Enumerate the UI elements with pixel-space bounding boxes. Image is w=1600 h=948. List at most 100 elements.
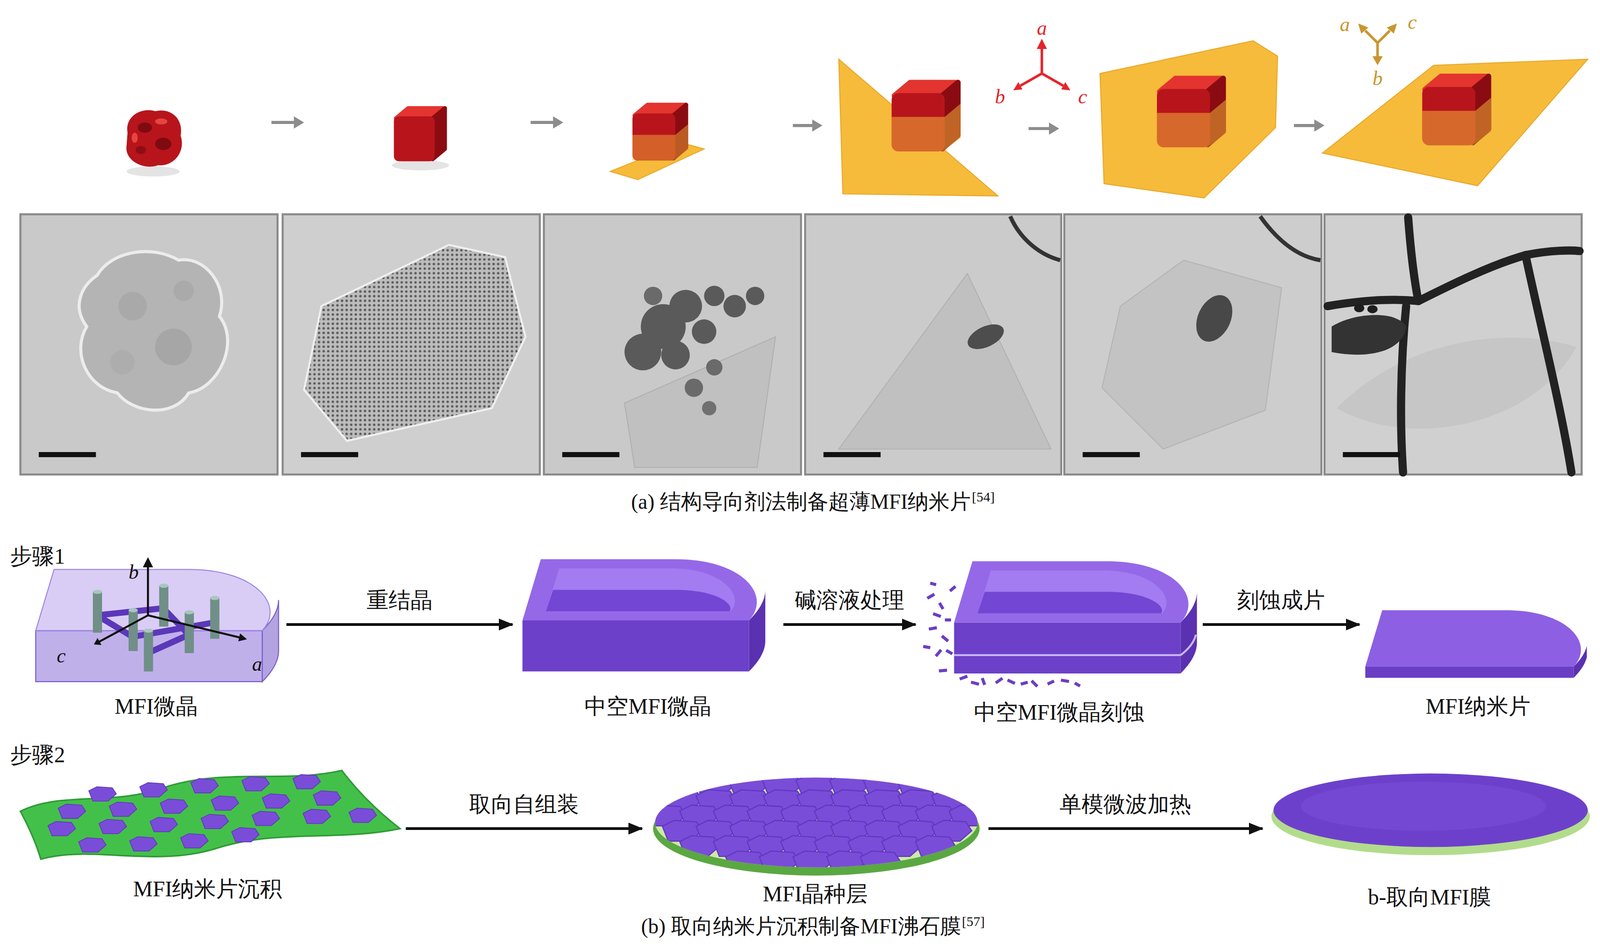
tem-image — [805, 214, 1062, 475]
amorphous-particle — [155, 137, 172, 151]
etched-fragments — [923, 581, 1082, 688]
arrow-label: 取向自组装 — [466, 792, 582, 817]
tem-image — [706, 359, 723, 376]
mfi-microcrystal — [35, 569, 271, 632]
nanosheet-deposition — [109, 802, 137, 817]
label-holder: a — [1340, 12, 1351, 37]
tem-image — [1010, 216, 1060, 261]
axis-label: c — [1078, 85, 1088, 108]
seed-layer — [826, 851, 867, 872]
mfi-microcrystal — [143, 628, 153, 633]
tem-image — [1354, 304, 1365, 313]
mfi-microcrystal — [92, 583, 220, 633]
tem-image — [1331, 315, 1407, 356]
nanosheet-deposition — [58, 804, 86, 819]
nanosheet-deposition — [200, 814, 229, 829]
arrow-label: 单模微波加热 — [1056, 792, 1195, 817]
reference-number: [57] — [962, 913, 985, 930]
etched-fragments — [1006, 678, 1016, 686]
mfi-microcrystal — [147, 615, 240, 638]
etched-fragments — [938, 669, 947, 673]
process-arrow — [1314, 119, 1325, 132]
etched-fragments — [959, 675, 968, 681]
growth-sequence — [891, 82, 961, 152]
amorphous-particle — [137, 122, 152, 133]
growth-sequence — [1156, 99, 1227, 148]
axis-arrows — [1365, 30, 1378, 44]
axis-arrows — [1386, 23, 1397, 34]
seed-layer — [759, 851, 800, 872]
axis-label: c — [1407, 10, 1417, 34]
process-arrow — [293, 116, 304, 129]
etched-fragments — [932, 612, 942, 618]
process-arrow — [1048, 122, 1060, 136]
axis-label: a — [1036, 16, 1047, 40]
nanosheet-deposition — [150, 817, 178, 833]
axis-arrows — [1013, 38, 1071, 91]
label-holder: 碱溶液处理 — [791, 587, 908, 614]
nanosheet-deposition — [241, 776, 270, 791]
process-arrow — [1293, 124, 1316, 128]
etched-fragments — [945, 618, 952, 622]
stage-node: b-取向MFI膜 — [1265, 763, 1595, 912]
nanosheet-deposition — [48, 821, 76, 836]
tem-image — [838, 273, 1052, 450]
axis-label: b — [128, 561, 139, 584]
seed-layer — [679, 836, 720, 857]
axis-arrows — [1041, 73, 1064, 87]
axis-arrows — [1013, 82, 1023, 91]
nanosheet-deposition — [98, 819, 127, 834]
label-holder: (b) 取向纳米片沉积制备MFI沸石膜 — [641, 914, 962, 940]
etched-fragments — [1060, 678, 1070, 684]
tem-image — [669, 289, 703, 323]
etched-microcrystal — [954, 654, 1181, 657]
etched-fragments — [945, 649, 954, 656]
mfi-microcrystal — [159, 583, 169, 589]
label-holder: c — [1407, 10, 1417, 35]
tem-image — [643, 286, 663, 306]
mfi-microcrystal — [92, 592, 103, 633]
stage-label: MFI晶种层 — [762, 881, 868, 909]
label-holder: 单模微波加热 — [1056, 791, 1195, 818]
tem-image — [1327, 217, 1580, 473]
growth-sequence — [1156, 78, 1227, 148]
label-holder: 步骤2 — [10, 742, 65, 769]
mfi-microcrystal — [128, 610, 138, 652]
caption-text: (b) 取向纳米片沉积制备MFI沸石膜 — [641, 915, 962, 939]
process-arrow — [405, 827, 643, 831]
scale-bar — [1082, 452, 1141, 458]
axis-label: b — [994, 85, 1006, 108]
etched-microcrystal — [954, 561, 1198, 674]
etched-fragments — [1020, 681, 1029, 687]
seed-layer — [653, 781, 980, 876]
arrow-label: 重结晶 — [363, 588, 436, 613]
amorphous-particle — [131, 132, 138, 143]
seed-layer — [793, 851, 833, 872]
stage-node: 中空MFI微晶 — [515, 551, 781, 721]
hollow-microcrystal — [545, 568, 736, 612]
hollow-microcrystal — [545, 589, 731, 612]
axis-label: b — [1372, 66, 1383, 90]
etched-fragments — [949, 585, 957, 593]
tem-image — [1189, 289, 1240, 348]
tem-image — [20, 214, 1582, 475]
label-holder: a — [252, 652, 263, 677]
etched-fragments — [923, 645, 931, 650]
tem-image — [1324, 214, 1582, 475]
nanosheet-deposition — [160, 799, 188, 814]
label-holder: c — [1078, 84, 1088, 109]
mfi-nanosheet — [1365, 610, 1581, 667]
mfi-microcrystal — [143, 630, 153, 672]
nanosheet-deposition — [252, 811, 280, 826]
nanosheet-deposition — [349, 808, 377, 823]
tem-image — [79, 251, 228, 411]
mfi-microcrystal — [128, 608, 138, 613]
process-arrow — [271, 116, 1325, 135]
tem-image — [1408, 217, 1419, 302]
tem-image — [745, 286, 765, 306]
axis-label: a — [1340, 12, 1351, 36]
tem-image — [282, 214, 541, 475]
scale-bar — [301, 452, 359, 458]
